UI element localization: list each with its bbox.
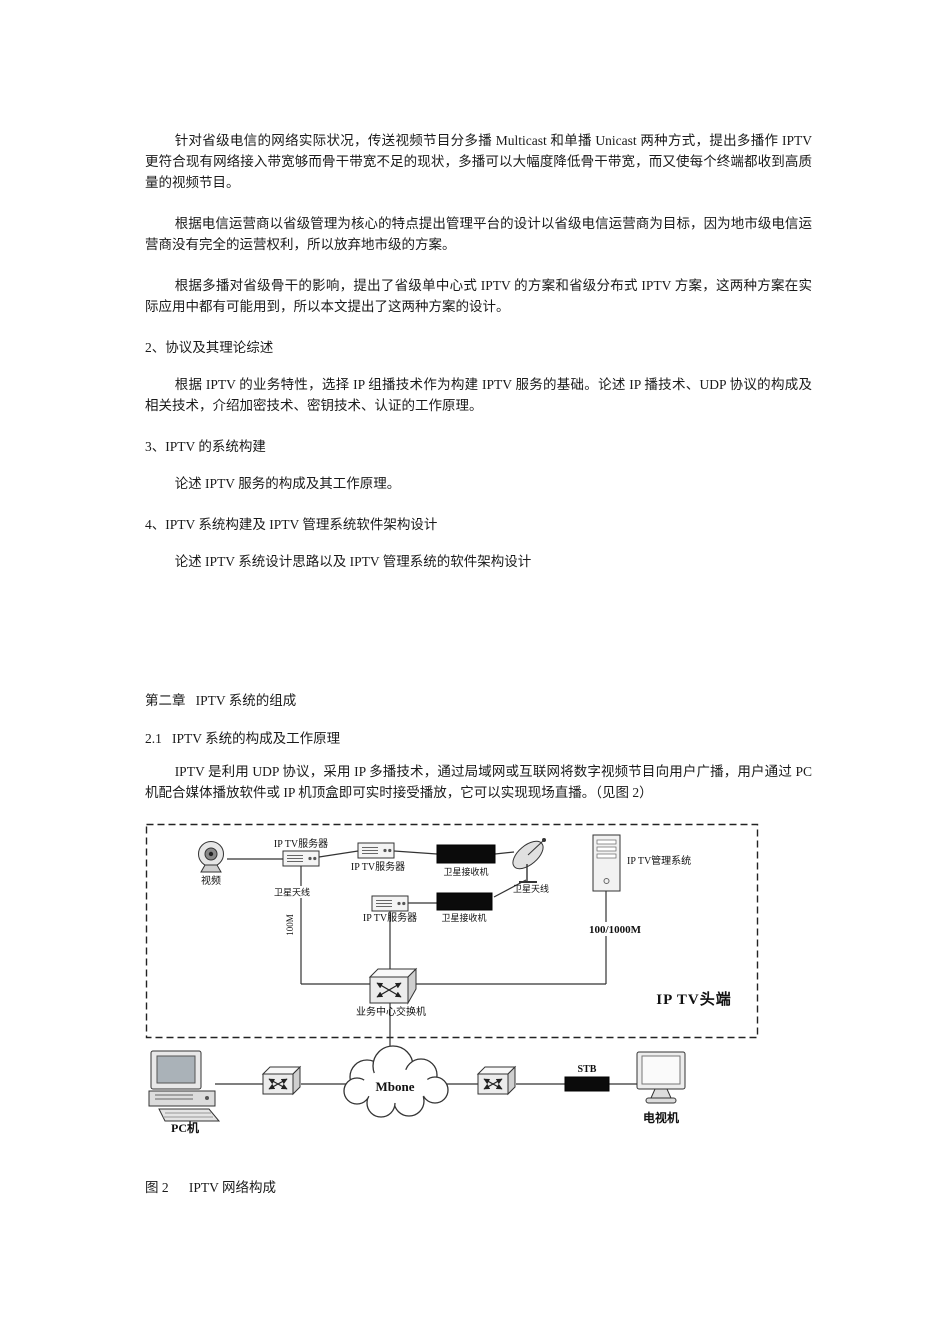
iptv-server-1-icon [282, 850, 320, 867]
headend-title: IP TV头端 [656, 990, 732, 1008]
label-backplate [271, 886, 313, 898]
mbone-label: Mbone [376, 1079, 415, 1094]
iptv-network-diagram: 视频 IP TV服务器 IP TV服务器 卫星接收机 卫星天线 [145, 823, 759, 1135]
chapter-2-title: 第二章 IPTV 系统的组成 [145, 693, 297, 708]
label-backplate-2 [577, 922, 653, 936]
tv-label: 电视机 [643, 1110, 679, 1125]
figure-2-diagram: 视频 IP TV服务器 IP TV服务器 卫星接收机 卫星天线 [145, 823, 812, 1163]
satellite-receiver-1-label: 卫星接收机 [443, 866, 488, 877]
paragraph-iptv-udp-broadcast: IPTV 是利用 UDP 协议，采用 IP 多播技术，通过局域网或互联网将数字视… [145, 764, 812, 800]
paragraph-two-schemes: 根据多播对省级骨干的影响，提出了省级单中心式 IPTV 的方案和省级分布式 IP… [145, 278, 812, 314]
paragraph-management-platform: 根据电信运营商以省级管理为核心的特点提出管理平台的设计以省级电信运营商为目标，因… [145, 216, 812, 252]
satellite-dish-icon [512, 838, 546, 883]
tv-icon [636, 1051, 686, 1104]
iptv-server-3-label: IP TV服务器 [363, 911, 417, 924]
iptv-server-2-label: IP TV服务器 [351, 860, 405, 873]
video-camera-label: 视频 [201, 874, 221, 887]
pc-icon [148, 1050, 221, 1122]
router-right-icon [478, 1067, 515, 1094]
paragraph-iptv-service-composition: 论述 IPTV 服务的构成及其工作原理。 [174, 476, 401, 491]
stb-label: STB [578, 1064, 597, 1075]
satellite-receiver-2-icon [436, 892, 493, 911]
iptv-server-2-icon [357, 842, 395, 859]
pc-label: PC机 [171, 1120, 199, 1135]
satellite-receiver-2-label: 卫星接收机 [441, 912, 486, 923]
link-100-1000m-label: 100/1000M [589, 924, 642, 936]
mbone-cloud: Mbone [343, 1045, 449, 1118]
core-switch-label: 业务中心交换机 [356, 1005, 426, 1018]
management-server-icon [592, 834, 621, 892]
satellite-antenna-left-label: 卫星天线 [274, 887, 310, 898]
link-100m-label: 100M [285, 914, 295, 936]
satellite-receiver-1-icon [436, 844, 496, 864]
webcam-icon [198, 841, 224, 873]
router-left-icon [263, 1067, 300, 1094]
stb-icon [564, 1076, 610, 1092]
satellite-antenna-right-label: 卫星天线 [513, 883, 549, 894]
heading-protocol-theory: 2、协议及其理论综述 [145, 340, 274, 355]
core-switch-icon [368, 967, 418, 1005]
heading-iptv-system-construction: 3、IPTV 的系统构建 [145, 439, 266, 454]
connection-lines [215, 850, 637, 1085]
headend-dashed-border [145, 823, 759, 1039]
iptv-server-1-label: IP TV服务器 [274, 837, 328, 850]
paragraph-multicast-unicast: 针对省级电信的网络实际状况，传送视频节目分多播 Multicast 和单播 Un… [145, 133, 812, 190]
iptv-server-3-icon [371, 895, 409, 912]
paragraph-protocol-basis: 根据 IPTV 的业务特性，选择 IP 组播技术作为构建 IPTV 服务的基础。… [145, 377, 812, 413]
heading-software-architecture: 4、IPTV 系统构建及 IPTV 管理系统软件架构设计 [145, 517, 438, 532]
figure-caption: 图 2 IPTV 网络构成 [145, 1180, 277, 1195]
section-2-1-title: 2.1 IPTV 系统的构成及工作原理 [145, 731, 341, 746]
management-system-label: IP TV管理系统 [627, 854, 691, 867]
paragraph-architecture-design: 论述 IPTV 系统设计思路以及 IPTV 管理系统的软件架构设计 [174, 554, 532, 569]
